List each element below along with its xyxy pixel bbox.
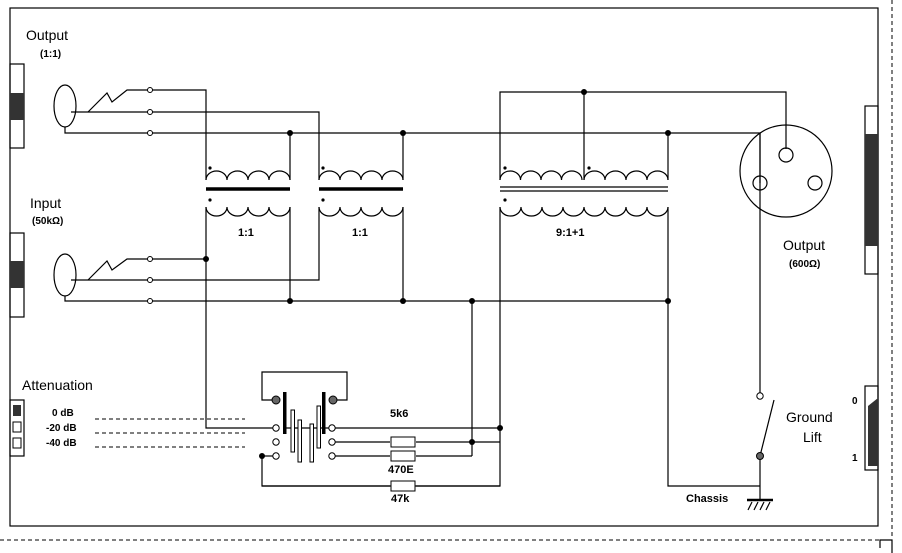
resistor-label-470e: 470E [388,464,414,476]
junction-dots [203,89,671,459]
transformer-3-ratio: 9:1+1 [556,227,584,239]
xlr-pin-3 [752,175,768,191]
xlr-pin-1 [807,175,823,191]
atten-label-0db: 0 dB [52,408,74,419]
enclosure-outline [9,7,879,527]
atten-label-20db: -20 dB [46,423,77,434]
ground-lift-label-1: Ground [786,409,833,425]
output-1-title: Output [26,27,68,43]
transformer-3 [499,166,669,217]
input-jack-ground [64,296,150,302]
transformer-1-ratio: 1:1 [238,227,254,239]
output-2-panel-fill [865,134,878,246]
resistor-label-5k6: 5k6 [390,408,408,420]
input-term-sleeve [147,298,153,304]
ground-lift-label-2: Lift [803,429,822,445]
output-1-term-sleeve [147,130,153,136]
output-1-jack-sleeve [53,84,77,128]
ground-lift-pos-1: 1 [852,453,858,464]
input-jack-tip [87,258,150,281]
attenuation-pos-20 [12,421,22,433]
attenuator-switch [261,371,348,463]
resistor-470e-a [390,436,416,448]
input-jack-sleeve [53,253,77,297]
output-2-subtitle: (600Ω) [789,259,820,270]
transformer-2 [318,166,404,217]
ground-lift-blade [759,399,775,457]
resistor-470e-b [390,450,416,462]
output-1-jack-ground [64,127,150,134]
ground-lift-panel-lever [868,398,878,466]
input-term-tip [147,256,153,262]
resistor-label-47k: 47k [391,493,410,505]
xlr-pin-2 [778,147,794,163]
ground-lift-contact-top [756,392,764,400]
output-1-term-ring [147,109,153,115]
input-title: Input [30,195,61,211]
output-1-panel-fill [10,93,24,120]
output-1-jack-tip [87,89,150,113]
transformer-2-ratio: 1:1 [352,227,368,239]
input-subtitle: (50kΩ) [32,216,63,227]
output-1-subtitle: (1:1) [40,49,61,60]
chassis-ground-symbol [747,498,773,511]
ground-lift-pivot [756,452,764,460]
attenuation-title: Attenuation [22,377,93,393]
ground-lift-pos-0: 0 [852,396,858,407]
xlr-connector-body [739,124,833,218]
attenuation-panel-switch [9,399,25,457]
chassis-label: Chassis [686,493,728,505]
output-1-term-tip [147,87,153,93]
output-2-title: Output [783,237,825,253]
atten-label-40db: -40 dB [46,438,77,449]
input-panel-fill [10,261,24,288]
attenuation-pos-0 [13,405,21,416]
corner-mark [879,539,893,553]
attenuation-pos-40 [12,437,22,449]
wiring [152,89,787,500]
transformer-1 [205,166,291,217]
input-term-ring [147,277,153,283]
resistor-47k [390,480,416,492]
